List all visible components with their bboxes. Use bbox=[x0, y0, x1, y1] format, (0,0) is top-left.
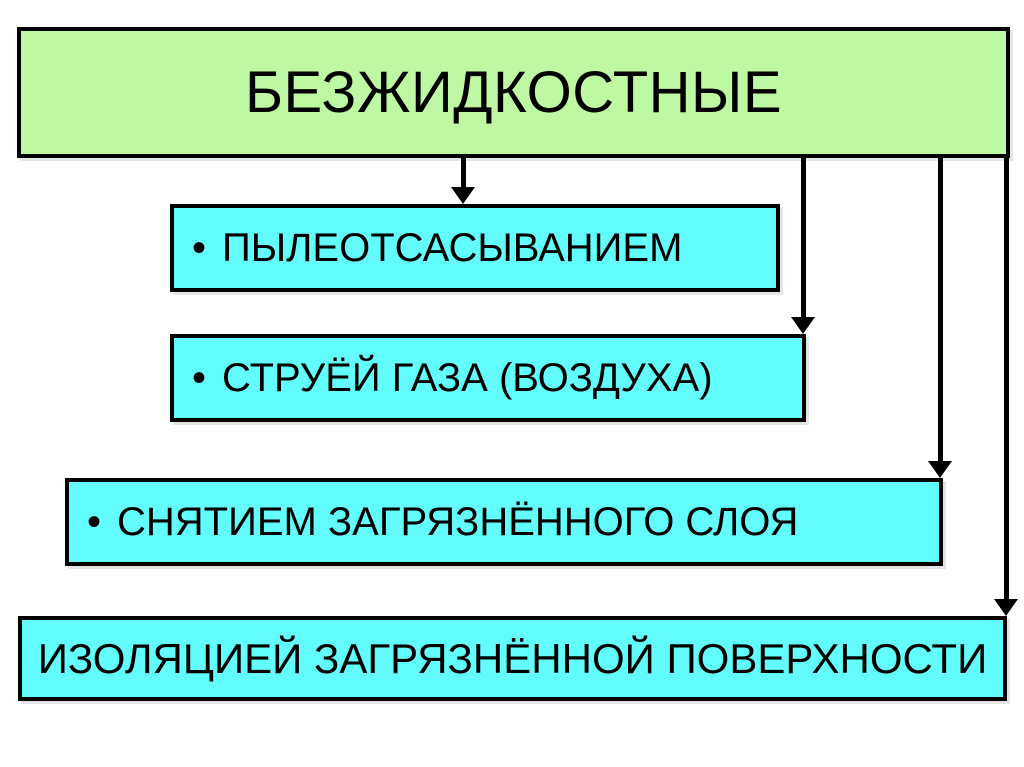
connector-line-4 bbox=[1004, 158, 1009, 600]
method-box-gas-jet: • СТРУЁЙ ГАЗА (ВОЗДУХА) bbox=[170, 334, 806, 422]
method-label: ИЗОЛЯЦИЕЙ ЗАГРЯЗНЁННОЙ ПОВЕРХНОСТИ bbox=[37, 634, 988, 682]
arrow-down-icon bbox=[791, 317, 815, 334]
title-box: БЕЗЖИДКОСТНЫЕ bbox=[17, 27, 1010, 158]
arrow-down-icon bbox=[928, 461, 952, 478]
bullet-icon: • bbox=[192, 355, 207, 400]
page-title: БЕЗЖИДКОСТНЫЕ bbox=[244, 60, 783, 125]
method-label: ПЫЛЕОТСАСЫВАНИЕМ bbox=[222, 225, 683, 270]
method-label: СТРУЁЙ ГАЗА (ВОЗДУХА) bbox=[222, 355, 713, 400]
arrow-down-icon bbox=[994, 599, 1018, 616]
connector-line-1 bbox=[461, 158, 466, 188]
method-box-layer-removal: • СНЯТИЕМ ЗАГРЯЗНЁННОГО СЛОЯ bbox=[65, 478, 943, 566]
method-box-dust-suction: • ПЫЛЕОТСАСЫВАНИЕМ bbox=[170, 204, 780, 292]
arrow-down-icon bbox=[451, 187, 475, 204]
method-box-surface-isolation: ИЗОЛЯЦИЕЙ ЗАГРЯЗНЁННОЙ ПОВЕРХНОСТИ bbox=[18, 616, 1007, 701]
bullet-icon: • bbox=[192, 225, 207, 270]
connector-line-3 bbox=[938, 158, 943, 462]
connector-line-2 bbox=[801, 158, 806, 318]
bullet-icon: • bbox=[87, 499, 102, 544]
method-label: СНЯТИЕМ ЗАГРЯЗНЁННОГО СЛОЯ bbox=[117, 499, 799, 544]
